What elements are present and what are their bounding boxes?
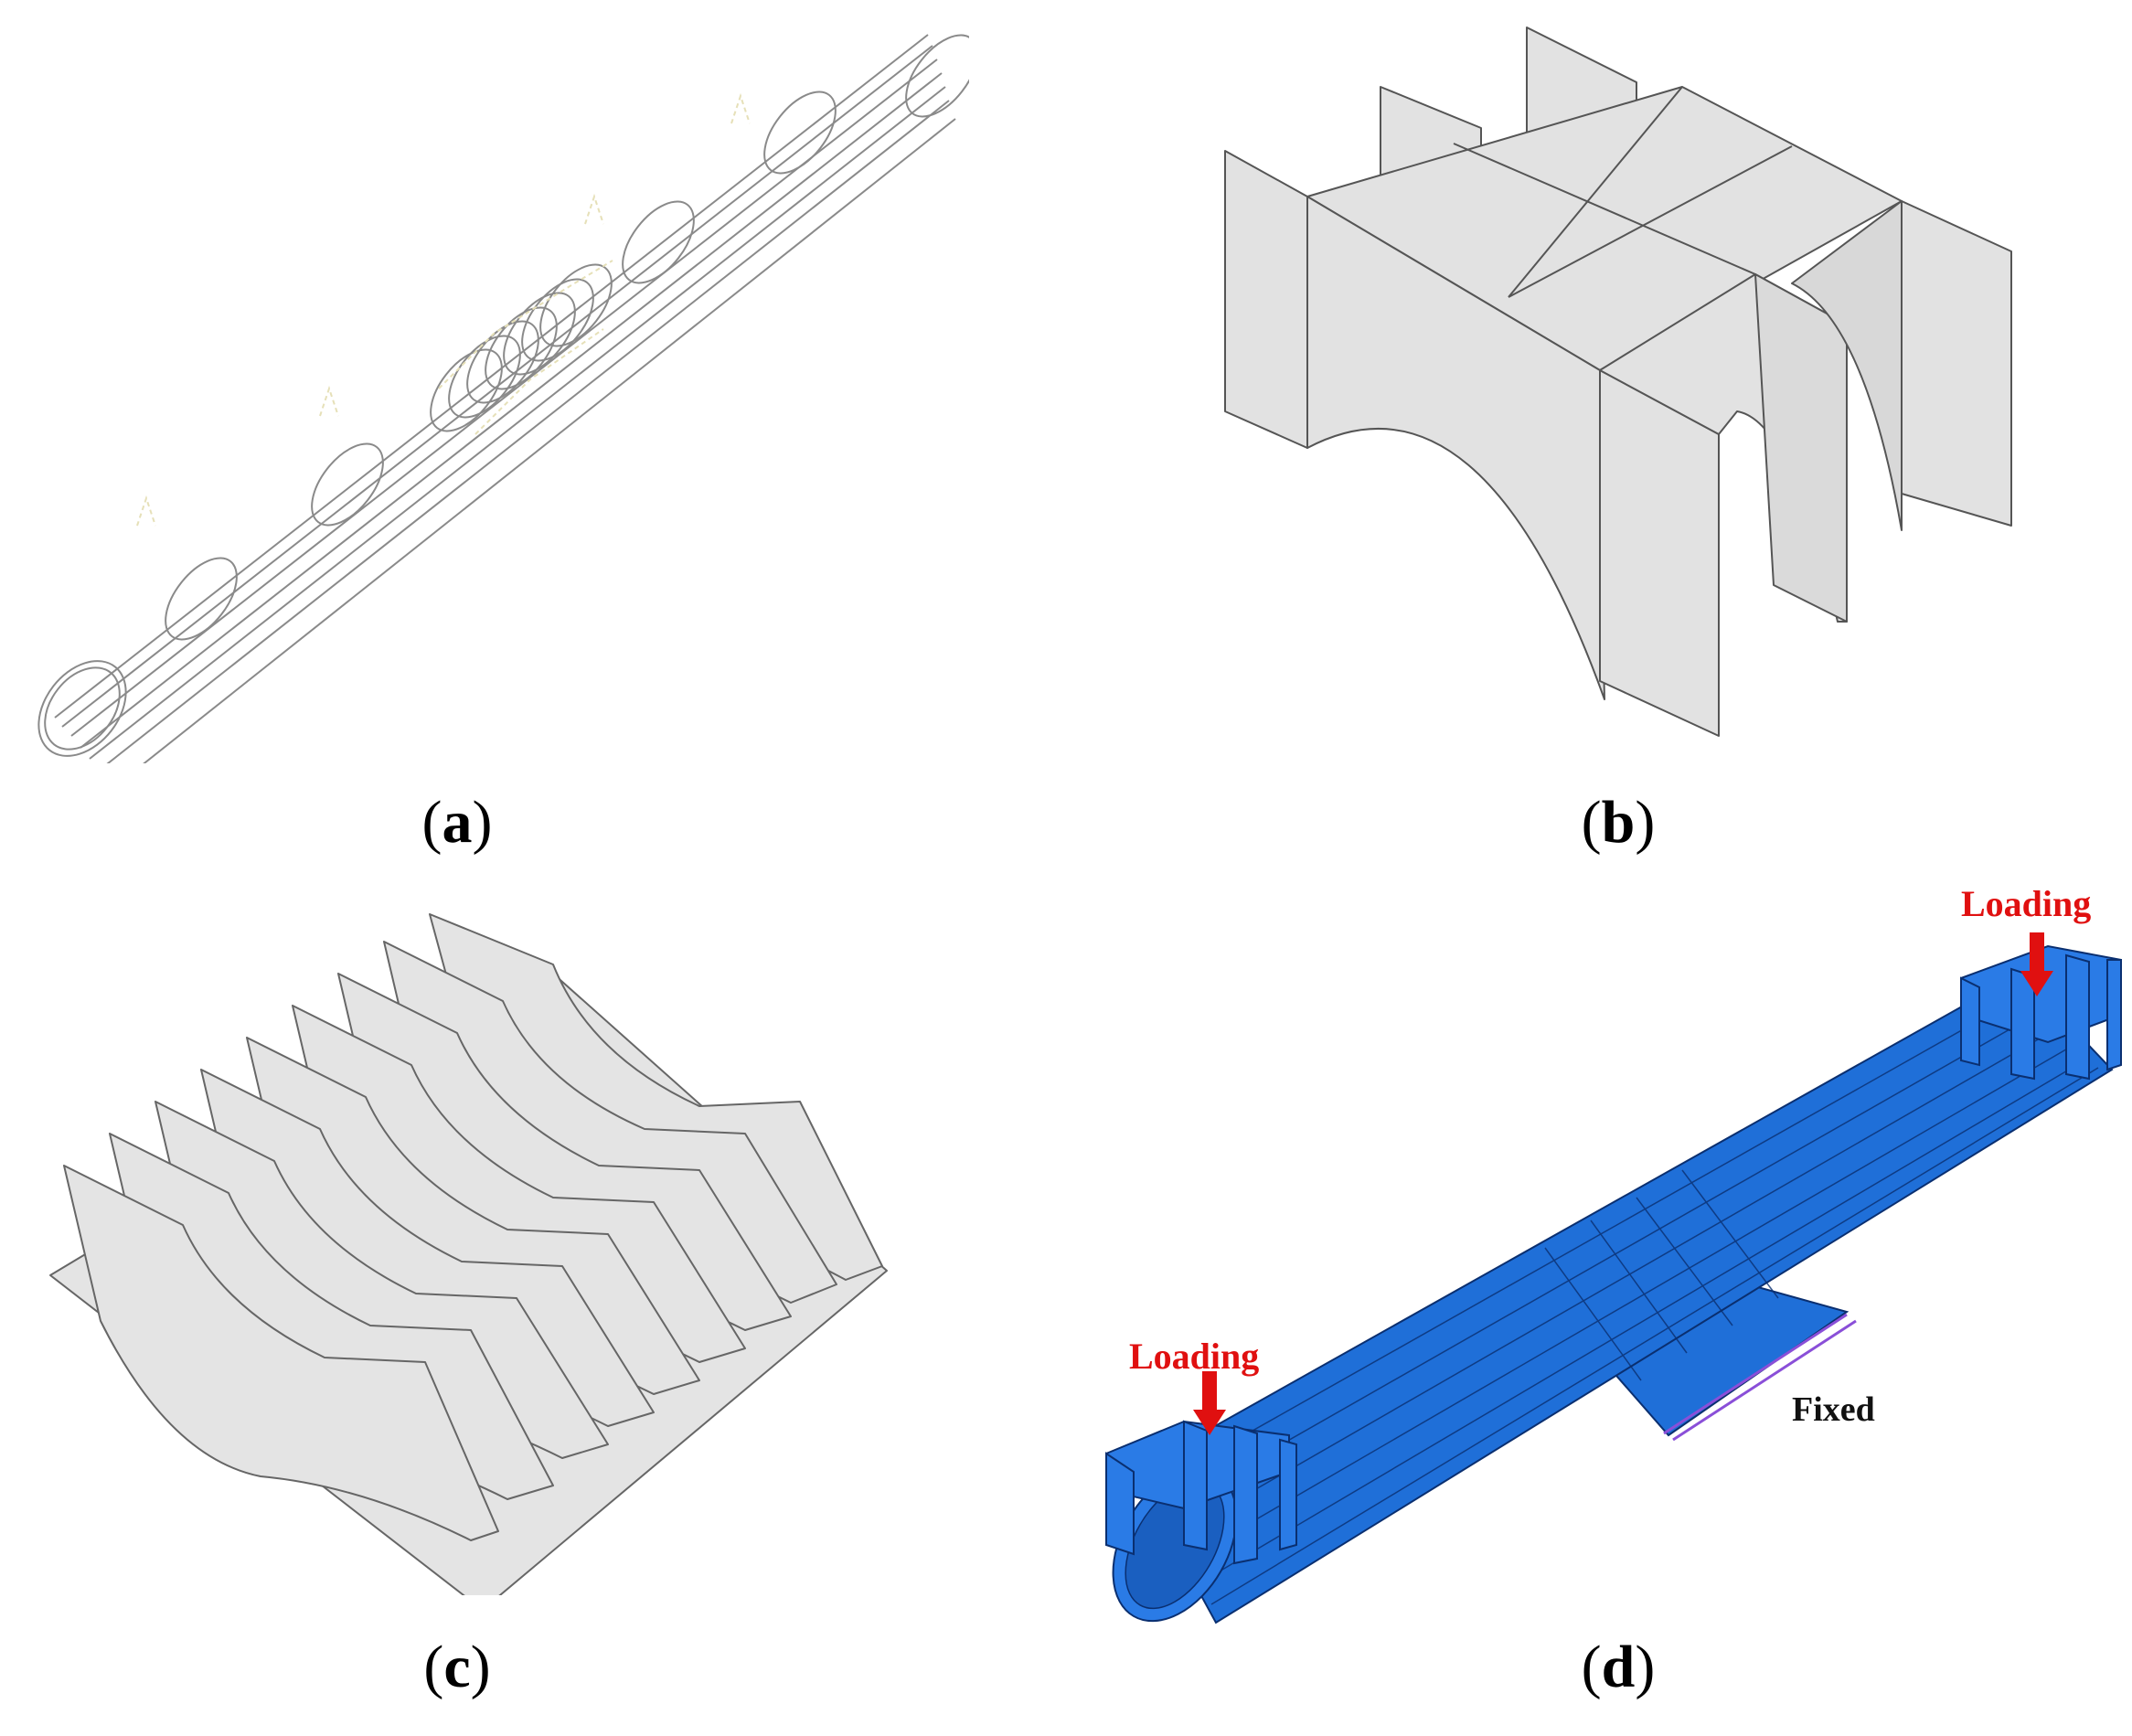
panel-d-fe-model — [1097, 905, 2130, 1636]
caption-b-letter: b — [1601, 789, 1636, 856]
caption-c: (c) — [423, 1634, 491, 1700]
caption-d-letter: d — [1601, 1634, 1636, 1700]
caption-a: (a) — [421, 789, 493, 856]
fixed-label: Fixed — [1792, 1390, 1875, 1429]
ribbed-saddle-drawing — [49, 913, 888, 1595]
loading-label-right: Loading — [1961, 883, 2092, 924]
loading-label-left: Loading — [1129, 1336, 1260, 1377]
panel-c-ribbed-saddle — [41, 900, 901, 1595]
caption-a-letter: a — [442, 789, 473, 856]
fe-model-drawing — [1105, 932, 2122, 1624]
left-end-cradle — [1105, 1420, 1297, 1565]
load-arrow-left — [1193, 1371, 1226, 1435]
pipe-wireframe-drawing — [37, 34, 969, 763]
cradle-plates-drawing — [1224, 27, 2012, 737]
caption-d: (d) — [1581, 1634, 1656, 1700]
panel-a-pipe-wireframe — [18, 14, 969, 763]
load-arrow-right — [2020, 932, 2053, 996]
right-end-cradle — [1960, 944, 2122, 1081]
caption-c-letter: c — [443, 1634, 471, 1700]
fixed-boundary-marks — [1663, 1313, 1857, 1442]
panel-b-cradle-plates — [1207, 18, 2048, 750]
caption-b: (b) — [1581, 789, 1656, 856]
